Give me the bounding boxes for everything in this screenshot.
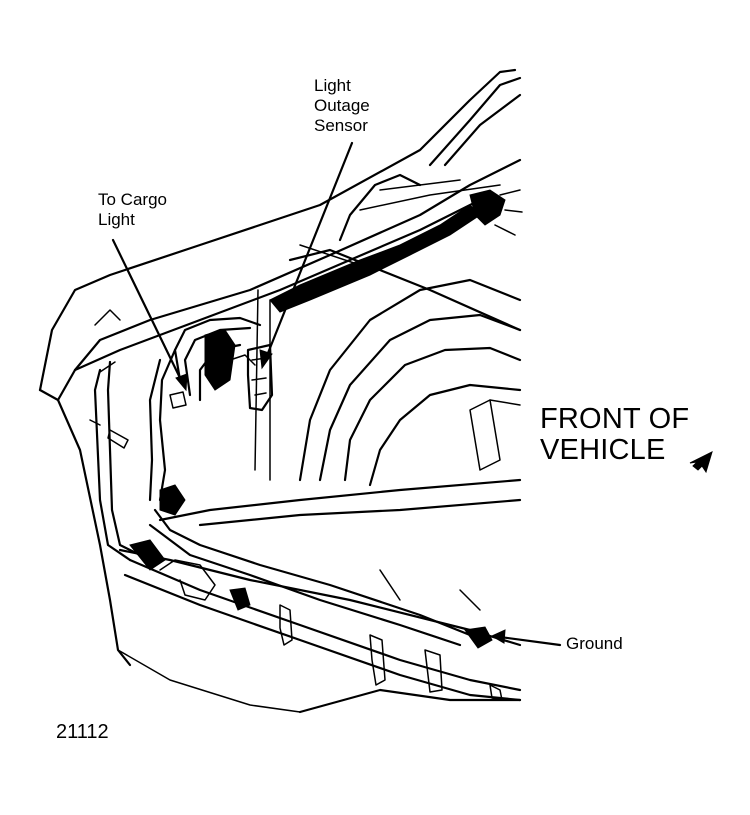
trunk-side-panel xyxy=(56,360,301,713)
rear-body-panel xyxy=(123,558,522,714)
ground-leader-line xyxy=(498,635,562,647)
ground-label: Ground xyxy=(566,634,623,653)
light-outage-sensor-bracket xyxy=(246,343,274,412)
sensor-label-line-2: Outage xyxy=(314,96,370,115)
cargo-light-leader-line xyxy=(111,238,184,384)
front-label-line-2: VEHICLE xyxy=(540,434,666,466)
cargo-label-line-1: To Cargo xyxy=(98,190,167,209)
cargo-light-arrow-head xyxy=(175,373,188,392)
ground-arrow-head xyxy=(490,629,506,644)
wheel-well xyxy=(254,244,522,487)
front-label-line-1: FRONT OF xyxy=(540,403,690,435)
front-direction-arrow-icon xyxy=(689,451,713,474)
sensor-arrow-head xyxy=(259,349,273,370)
leader-lines xyxy=(111,141,562,647)
figure-number: 21112 xyxy=(56,721,109,743)
wiring-harness xyxy=(129,189,523,649)
trunk-lid-structure xyxy=(38,68,522,402)
sensor-leader-line xyxy=(264,141,354,360)
trunk-floor xyxy=(118,399,522,647)
sensor-label-line-1: Light xyxy=(314,76,351,95)
light-outage-sensor-label: Light Outage Sensor xyxy=(314,76,370,136)
to-cargo-light-label: To Cargo Light xyxy=(98,190,167,230)
sensor-label-line-3: Sensor xyxy=(314,116,368,135)
front-of-vehicle-label: FRONT OF VEHICLE xyxy=(540,404,689,466)
cargo-label-line-2: Light xyxy=(98,210,135,229)
